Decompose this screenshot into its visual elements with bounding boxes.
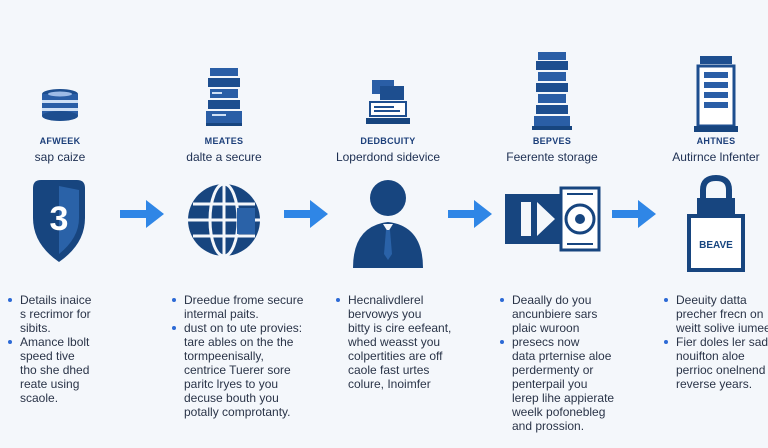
globe-icon bbox=[142, 172, 306, 272]
step-caption: Autirnce lnfenter bbox=[672, 150, 760, 164]
list-item: presecs now bbox=[500, 335, 628, 349]
arrow-right-icon bbox=[116, 196, 170, 232]
step-3: DEDBCUITY Loperdond sidevice Hecnalivdle… bbox=[306, 0, 492, 448]
step-4: BEPVES Feerente storage Deaally do you a… bbox=[470, 0, 656, 448]
list-item: Deeuity datta bbox=[664, 293, 768, 307]
step-caption-top: AFWEEK bbox=[39, 136, 81, 146]
step-caption: Feerente storage bbox=[506, 150, 598, 164]
step-caption: dalte a secure bbox=[186, 150, 262, 164]
list-item: Hecnalivdlerel bbox=[336, 293, 464, 307]
step-description: Dreedue frome secure intermal paits. dus… bbox=[172, 293, 303, 419]
step-5: AHTNES Autirnce lnfenter BEAVE Deeuity d… bbox=[634, 0, 768, 448]
list-item: dust on to ute provies: bbox=[172, 321, 302, 335]
shield-3-icon: 3 bbox=[0, 172, 142, 272]
list-item: Dreedue frome secure bbox=[172, 293, 303, 307]
step-caption-top: AHTNES bbox=[696, 136, 736, 146]
list-item: Amance lbolt bbox=[8, 335, 136, 349]
storage-device-icon bbox=[470, 172, 634, 272]
lock-box-icon: BEAVE bbox=[634, 172, 768, 272]
step-caption-top: DEDBCUITY bbox=[360, 136, 416, 146]
documents-icon bbox=[306, 52, 470, 136]
list-item: Fier doles ler sadh bbox=[664, 335, 768, 349]
user-icon bbox=[306, 172, 470, 272]
step-caption: Loperdond sidevice bbox=[335, 150, 441, 164]
step-1: AFWEEK sap caize 3 Details inaice s recr… bbox=[0, 0, 164, 448]
step-caption-top: BEPVES bbox=[532, 136, 572, 146]
step-caption-top: MEATES bbox=[204, 136, 244, 146]
arrow-right-icon bbox=[608, 196, 662, 232]
lock-box-label: BEAVE bbox=[699, 240, 733, 251]
step-2: MEATES dalte a secure Dreedue frome secu… bbox=[142, 0, 328, 448]
list-item: Deaally do you bbox=[500, 293, 628, 307]
control-panel-icon bbox=[634, 52, 768, 136]
step-caption: sap caize bbox=[34, 150, 86, 164]
storage-tower-icon bbox=[470, 52, 634, 136]
arrow-right-icon bbox=[280, 196, 334, 232]
stacked-disks-icon bbox=[0, 52, 142, 136]
server-stack-icon bbox=[142, 52, 306, 136]
svg-text:3: 3 bbox=[50, 200, 69, 238]
arrow-right-icon bbox=[444, 196, 498, 232]
list-item: Details inaice bbox=[8, 293, 136, 307]
